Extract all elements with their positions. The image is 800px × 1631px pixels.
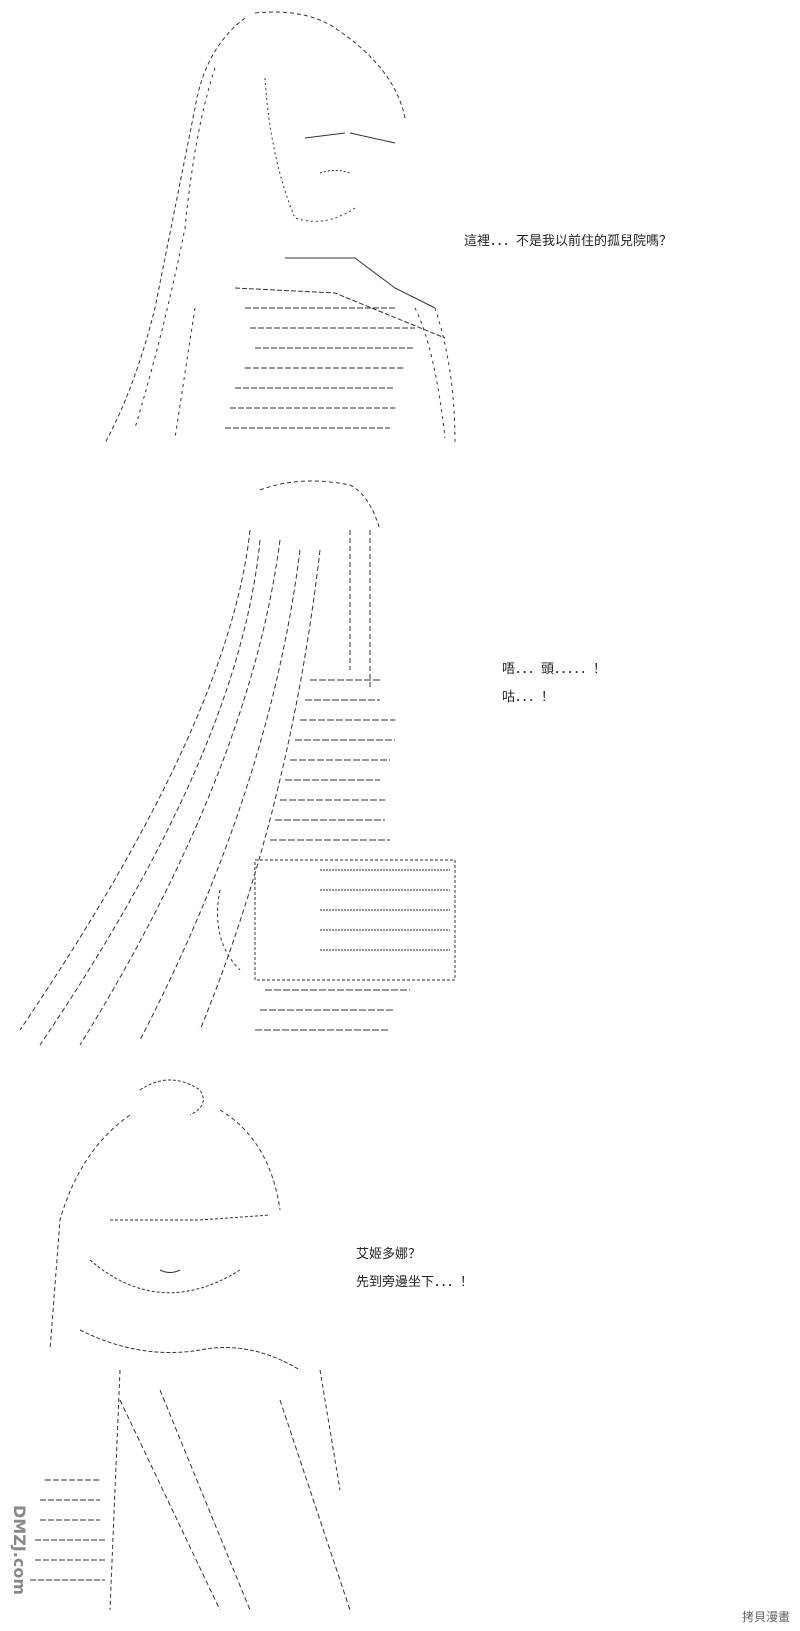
dialog-box-3: 艾姬多娜？ 先到旁邊坐下．．．！	[356, 1241, 473, 1297]
dialog-line: 咕．．．！	[502, 690, 555, 705]
ascii-art-figure-3	[20, 1070, 380, 1620]
dmzj-logo: DMZJ.com	[6, 1500, 48, 1618]
copy-manga-watermark: 拷貝漫畫	[741, 1610, 790, 1624]
dialog-box-2: 唔．．．頭．．．．．！ 咕．．．！	[502, 656, 606, 712]
panel-2: 唔．．．頭．．．．．！ 咕．．．！	[0, 460, 800, 1050]
panel-3: 艾姬多娜？ 先到旁邊坐下．．．！	[0, 1065, 800, 1631]
ascii-art-figure-2	[0, 470, 470, 1050]
dialog-box-1: 這裡．．．不是我以前住的孤兒院嗎？	[464, 228, 672, 256]
dmzj-logo-text: DMZJ.com	[10, 1505, 29, 1595]
panel-1: 這裡．．．不是我以前住的孤兒院嗎？	[0, 0, 800, 450]
dialog-line: 先到旁邊坐下．．．！	[356, 1275, 474, 1290]
dialog-line: 這裡．．．不是我以前住的孤兒院嗎？	[464, 234, 673, 249]
dialog-line: 唔．．．頭．．．．．！	[502, 662, 607, 677]
dialog-line: 艾姬多娜？	[356, 1247, 422, 1262]
ascii-art-figure-1	[95, 8, 465, 448]
